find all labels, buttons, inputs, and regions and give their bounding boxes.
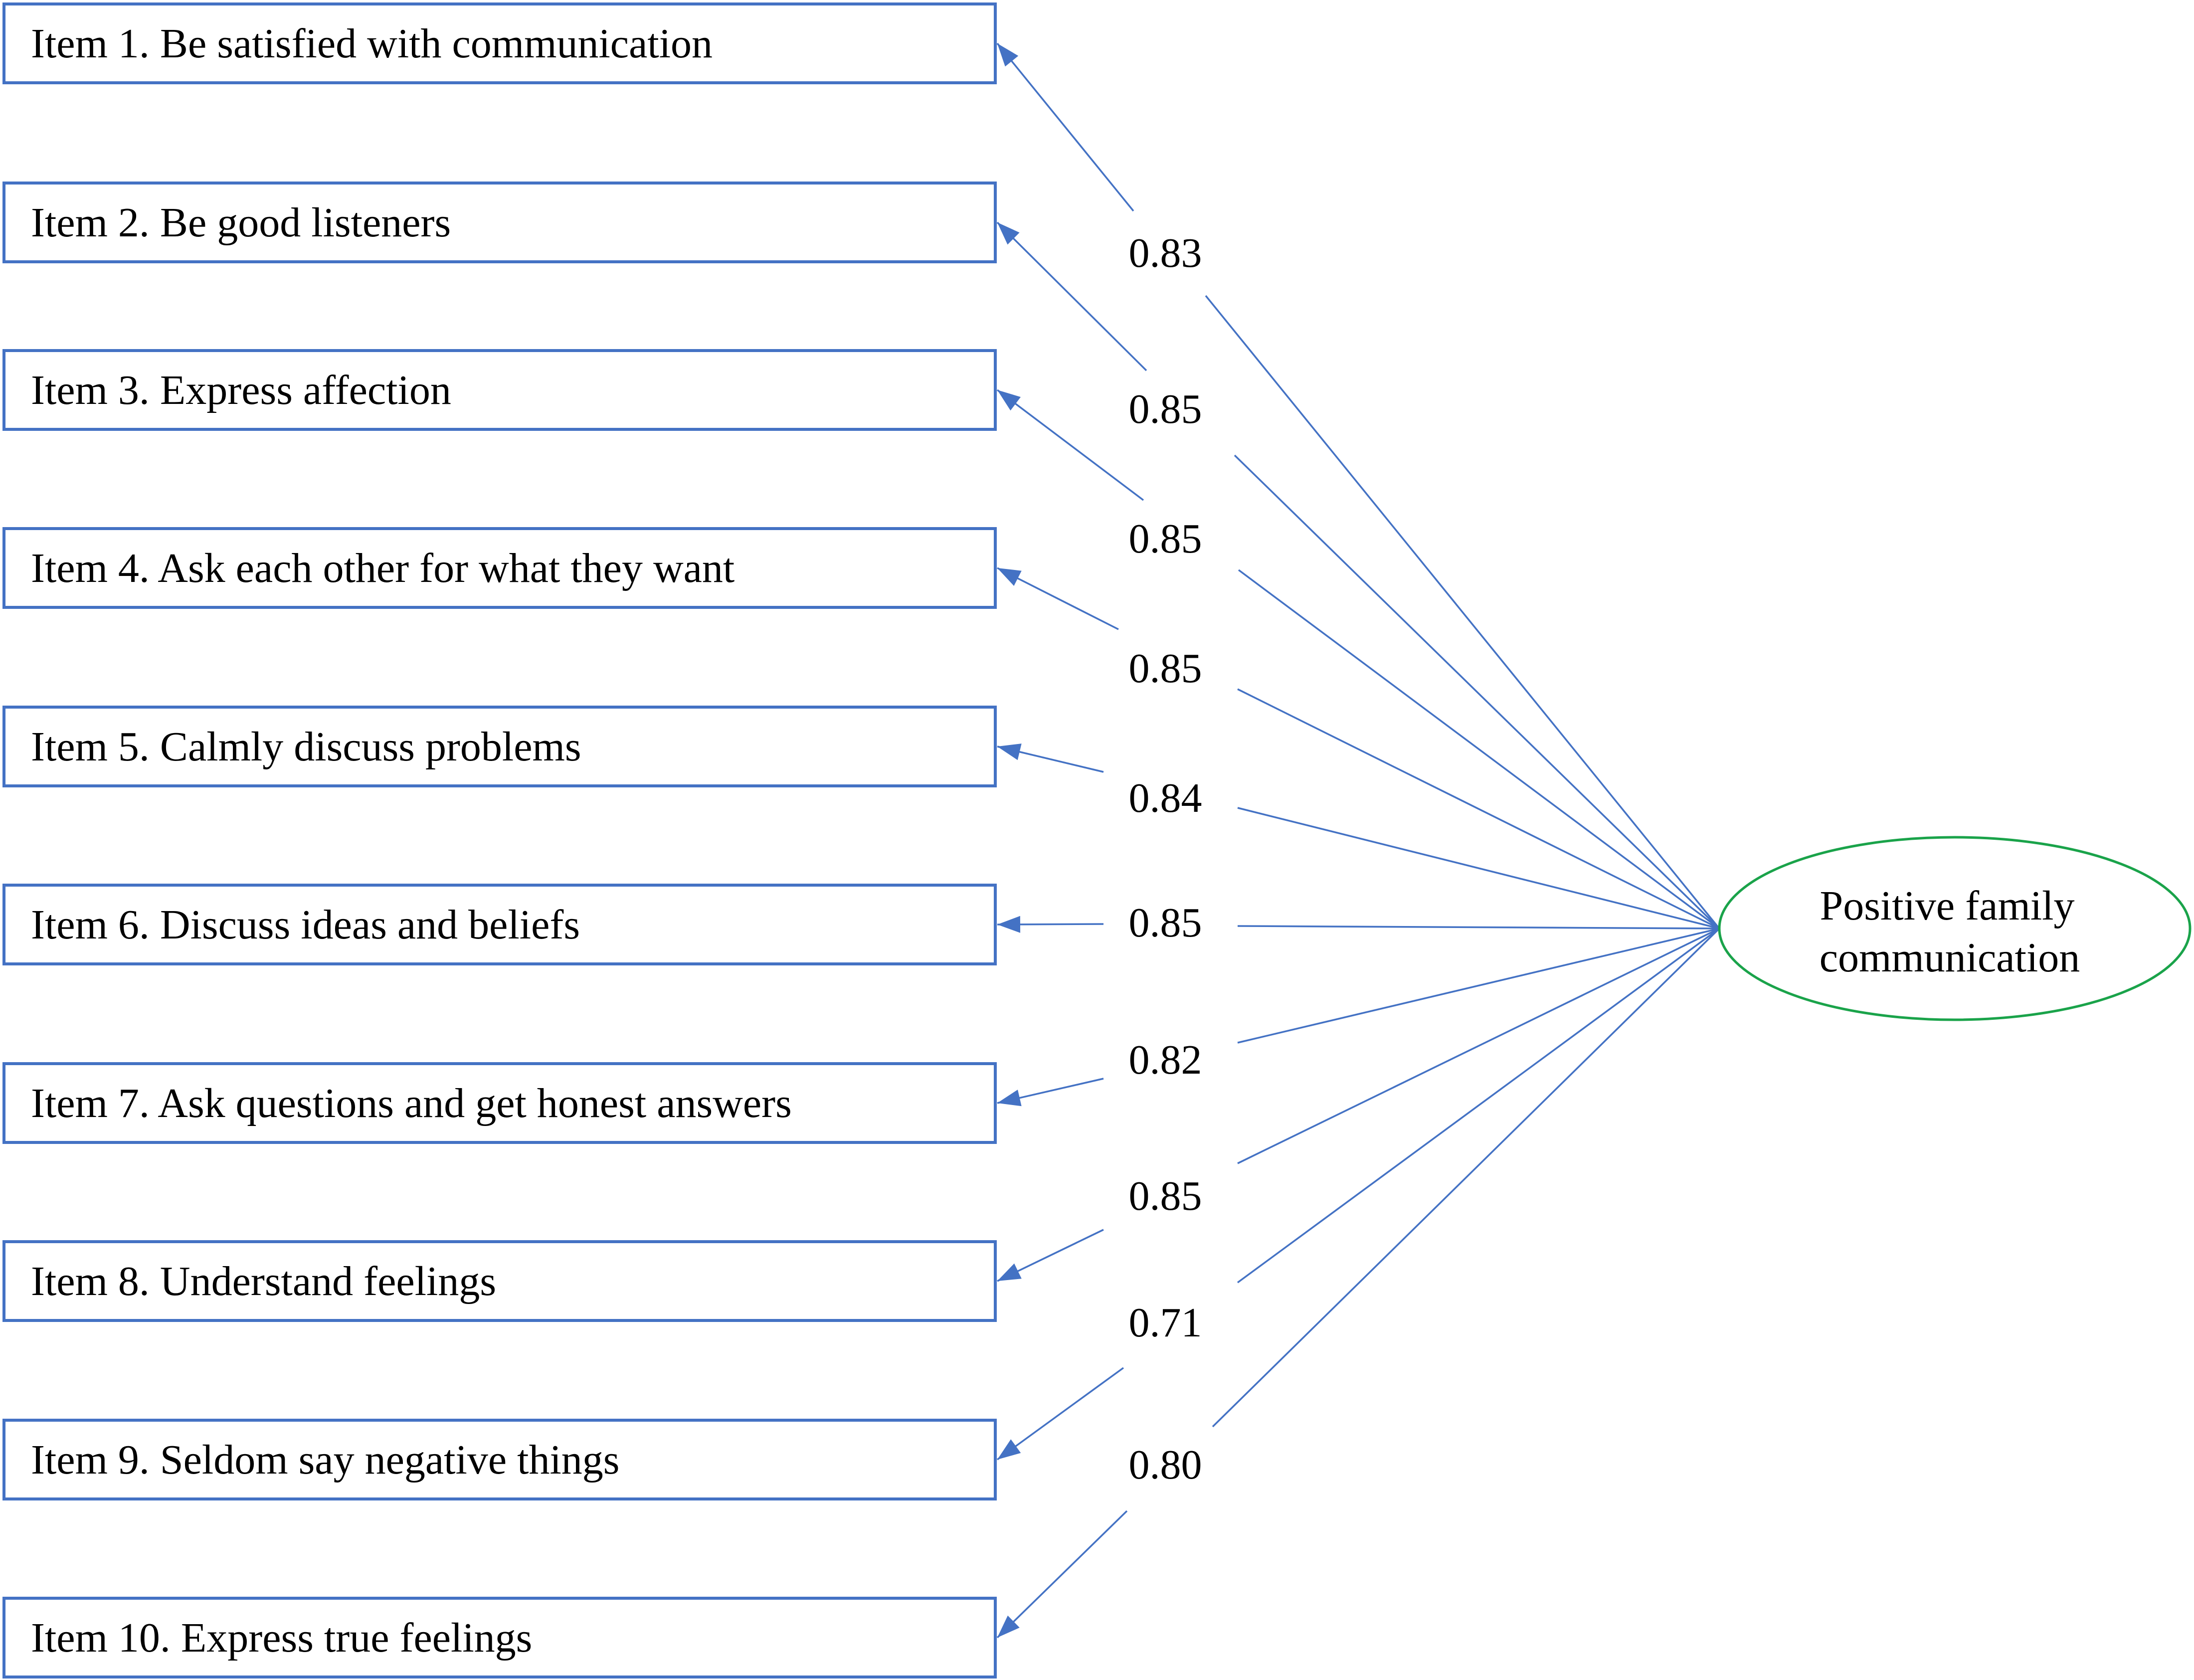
indicator-item-3: Item 3. Express affection xyxy=(2,349,997,431)
loading-path-outer-5 xyxy=(1237,807,1720,930)
indicator-label-8: Item 8. Understand feelings xyxy=(31,1258,496,1305)
loading-path-outer-8 xyxy=(1237,928,1720,1164)
indicator-item-9: Item 9. Seldom say negative things xyxy=(2,1419,997,1500)
arrowhead-8 xyxy=(997,1263,1022,1281)
loading-value-6: 0.85 xyxy=(1129,900,1202,946)
indicator-item-4: Item 4. Ask each other for what they wan… xyxy=(2,527,997,609)
loading-path-outer-7 xyxy=(1237,928,1720,1044)
arrowhead-1 xyxy=(997,43,1019,67)
indicator-box-3 xyxy=(2,349,997,431)
indicator-label-3: Item 3. Express affection xyxy=(31,367,451,413)
loading-value-3: 0.85 xyxy=(1129,516,1202,562)
loading-value-10: 0.80 xyxy=(1129,1442,1202,1488)
arrowhead-4 xyxy=(997,568,1022,586)
indicator-box-10 xyxy=(2,1597,997,1679)
indicator-box-4 xyxy=(2,527,997,609)
loading-path-outer-10 xyxy=(1212,928,1720,1428)
factor-loading-labels: 0.83 0.85 0.85 0.85 0.84 0.85 0.82 0.85 0.71 0.80 xyxy=(1129,230,1202,1488)
indicator-box-2 xyxy=(2,182,997,263)
latent-factor-ellipse xyxy=(1718,836,2192,1021)
factor-loading-paths xyxy=(996,42,1720,1639)
latent-factor: Positive family communication xyxy=(1718,836,2192,1021)
arrowhead-2 xyxy=(997,222,1020,245)
loading-path-inner-2 xyxy=(996,221,1147,372)
loading-path-inner-10 xyxy=(996,1510,1128,1639)
loading-value-5: 0.84 xyxy=(1129,775,1202,821)
indicator-item-7: Item 7. Ask questions and get honest ans… xyxy=(2,1062,997,1144)
indicator-item-1: Item 1. Be satisfied with communication xyxy=(2,2,997,84)
latent-factor-label-line1: Positive family xyxy=(1820,883,2075,929)
loading-path-outer-9 xyxy=(1237,928,1720,1284)
arrowhead-10 xyxy=(997,1615,1020,1638)
indicator-label-1: Item 1. Be satisfied with communication xyxy=(31,20,713,67)
indicator-item-6: Item 6. Discuss ideas and beliefs xyxy=(2,884,997,965)
indicator-box-6 xyxy=(2,884,997,965)
indicator-box-5 xyxy=(2,706,997,787)
indicator-label-5: Item 5. Calmly discuss problems xyxy=(31,724,581,770)
indicator-item-2: Item 2. Be good listeners xyxy=(2,182,997,263)
loading-value-9: 0.71 xyxy=(1129,1300,1202,1346)
loading-path-outer-6 xyxy=(1237,925,1720,930)
indicator-items: Item 1. Be satisfied with communicationI… xyxy=(2,2,997,1679)
loading-value-7: 0.82 xyxy=(1129,1037,1202,1083)
indicator-box-8 xyxy=(2,1240,997,1322)
arrowhead-7 xyxy=(997,1090,1022,1107)
arrowhead-6 xyxy=(997,916,1021,933)
indicator-label-10: Item 10. Express true feelings xyxy=(31,1615,532,1661)
indicator-item-10: Item 10. Express true feelings xyxy=(2,1597,997,1679)
indicator-label-6: Item 6. Discuss ideas and beliefs xyxy=(31,902,580,948)
loading-path-outer-2 xyxy=(1234,454,1720,930)
indicator-label-7: Item 7. Ask questions and get honest ans… xyxy=(31,1080,792,1126)
latent-factor-label-line2: communication xyxy=(1820,934,2080,981)
indicator-box-9 xyxy=(2,1419,997,1500)
arrowhead-9 xyxy=(997,1439,1021,1460)
arrowhead-3 xyxy=(997,390,1021,411)
indicator-item-5: Item 5. Calmly discuss problems xyxy=(2,706,997,787)
indicator-box-7 xyxy=(2,1062,997,1144)
loading-path-outer-1 xyxy=(1205,295,1720,930)
indicator-label-4: Item 4. Ask each other for what they wan… xyxy=(31,545,734,591)
loading-path-inner-1 xyxy=(996,42,1134,212)
indicator-box-1 xyxy=(2,2,997,84)
loading-value-8: 0.85 xyxy=(1129,1173,1202,1219)
loading-value-2: 0.85 xyxy=(1129,386,1202,432)
loading-path-inner-3 xyxy=(996,389,1144,501)
loading-path-outer-3 xyxy=(1238,569,1720,930)
indicator-label-2: Item 2. Be good listeners xyxy=(31,199,451,246)
loading-value-1: 0.83 xyxy=(1129,230,1202,276)
loading-path-inner-9 xyxy=(996,1367,1124,1461)
indicator-label-9: Item 9. Seldom say negative things xyxy=(31,1437,619,1483)
loading-path-outer-4 xyxy=(1237,688,1720,930)
indicator-item-8: Item 8. Understand feelings xyxy=(2,1240,997,1322)
loading-value-4: 0.85 xyxy=(1129,645,1202,692)
arrowhead-5 xyxy=(997,744,1022,760)
